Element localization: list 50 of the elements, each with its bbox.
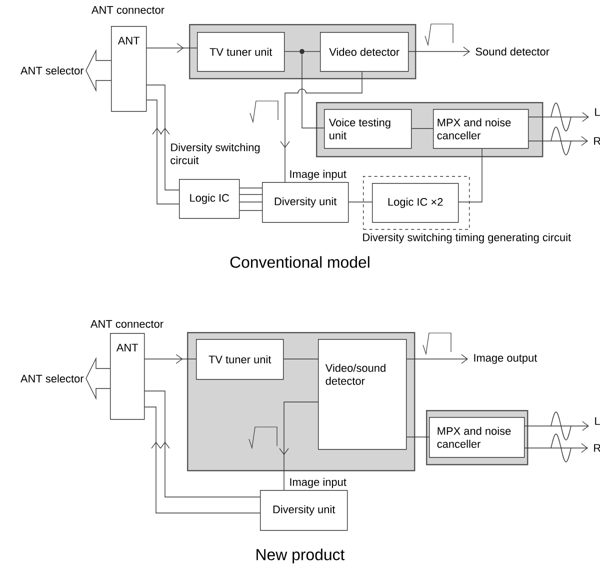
block-box: MPX and noise canceller [429,417,525,458]
signal-label: L [595,417,600,425]
part-label: ANT connector [91,6,164,14]
block-box: Video/sound detector [318,339,407,450]
connector [406,436,430,438]
signal-line [528,102,589,132]
part-label: Diversity switching circuit [170,143,260,164]
edge-label: Image input [290,170,346,180]
connector [146,100,180,204]
block-box: Logic IC ×2 [372,183,459,223]
selector-label: ANT selector [20,374,84,383]
signal-label: L [595,108,600,116]
connector [144,406,260,514]
connector [458,148,482,202]
connector [279,402,318,490]
signal-line [528,126,588,156]
block-box: MPX and noise canceller [433,109,529,149]
block-box: Voice testing unit [324,109,412,149]
connector [239,194,262,195]
signal-line [524,412,589,440]
selector-label: ANT selector [20,66,84,75]
signal-label: Image output [474,354,538,364]
block-box: TV tuner unit [196,339,284,380]
connector [146,43,198,53]
block-box: ANT [111,26,147,112]
part-label: ANT connector [90,320,164,328]
block-box: TV tuner unit [197,32,285,72]
diagram-heading: New product [256,548,345,564]
connector [239,210,262,211]
connector [406,354,468,364]
connector [280,71,362,182]
diagram-heading: Conventional model [230,256,370,268]
edge-label: Image input [290,478,346,488]
block-box: ANT [110,333,145,420]
block-box: Logic IC [179,179,240,219]
connector [408,46,470,56]
connector [144,354,196,364]
connector [283,358,318,360]
connector [144,390,260,498]
block-box: Diversity unit [262,182,349,223]
circuit-caption: Diversity switching timing generating circuit [363,233,571,244]
connector [146,84,180,190]
signal-label: Sound detector [476,47,550,56]
connector [284,51,300,52]
signal-line [524,434,588,462]
connector [304,51,320,52]
connector [302,54,324,128]
block-box: Diversity unit [260,490,348,531]
connector [411,128,434,129]
block-box: Video detector [320,32,409,72]
